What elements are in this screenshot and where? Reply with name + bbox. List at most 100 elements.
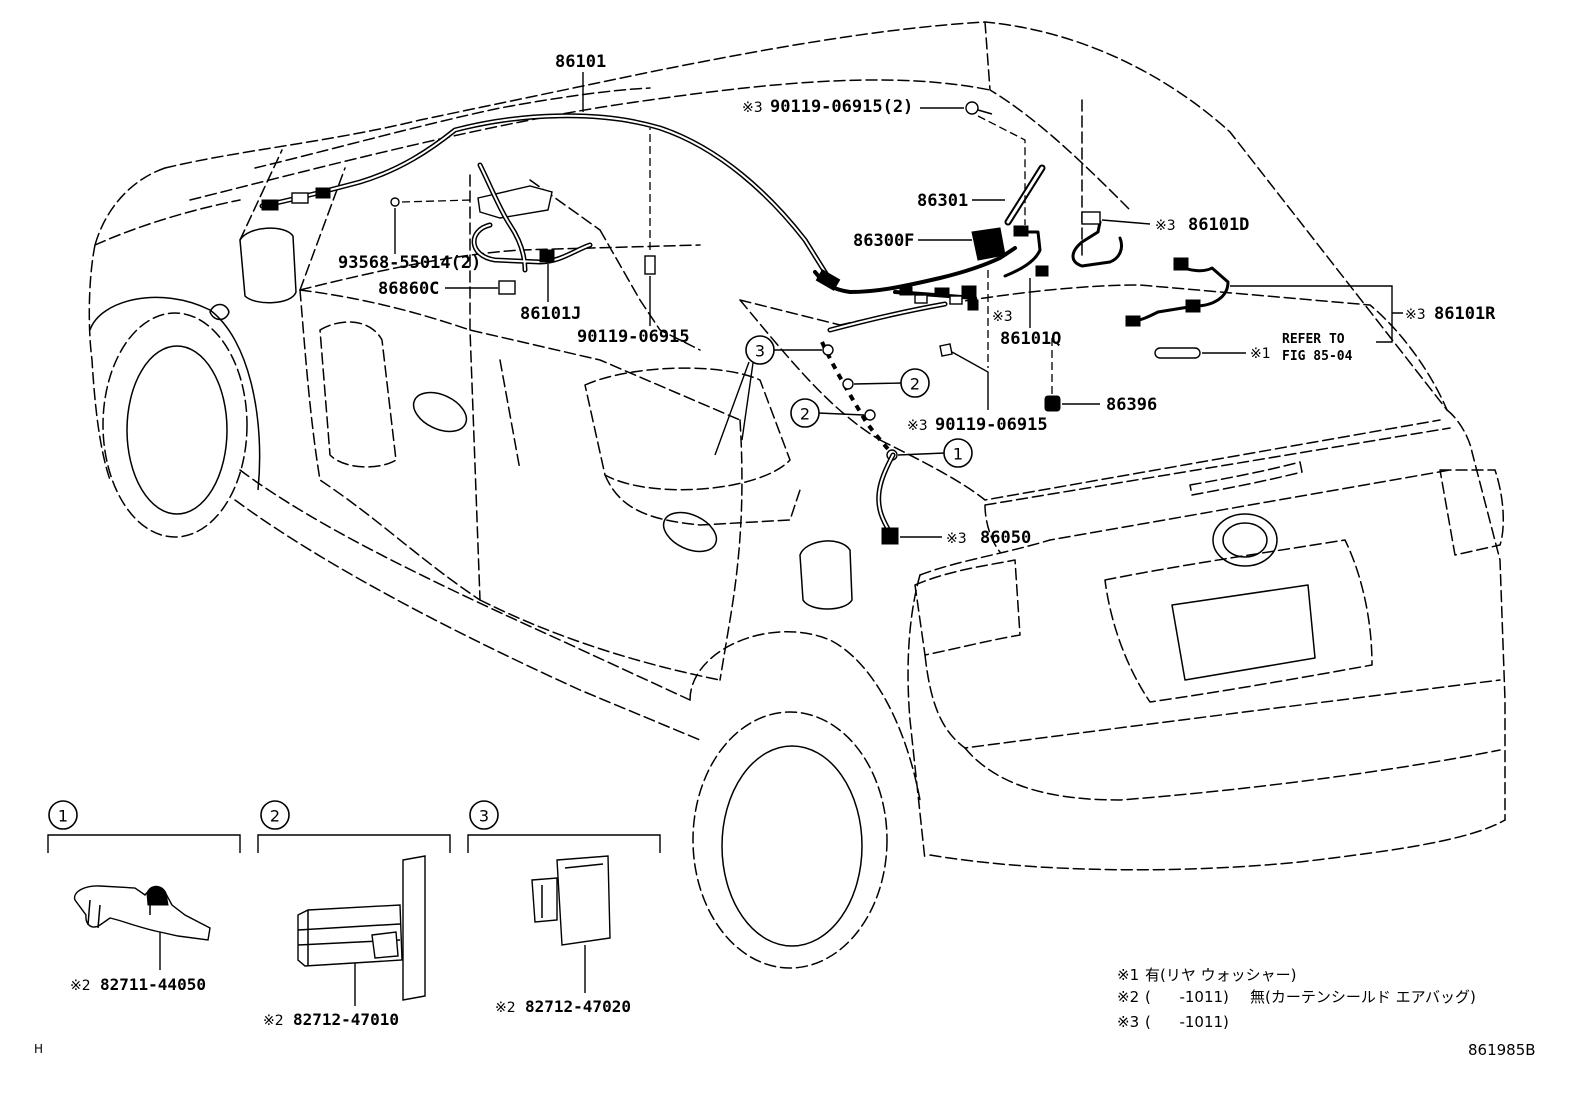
inset-1-note: ※2 xyxy=(70,978,91,994)
inset-2-part: 82712-47010 xyxy=(293,1010,399,1029)
note-86050: ※3 xyxy=(946,531,967,547)
legend: ※1 有(リヤ ウォッシャー) ※2 ( -1011) 無(カーテンシールド エ… xyxy=(1117,966,1476,1031)
front-door-edge xyxy=(299,289,481,601)
clip-82712-47020-detail xyxy=(541,863,604,918)
roof-outer-line xyxy=(164,21,1448,411)
bolt-path-top xyxy=(977,115,1026,225)
label-86860c: 86860C xyxy=(378,279,439,299)
interior-trim xyxy=(499,179,601,471)
marker-3-ring xyxy=(745,335,775,365)
rear-tire xyxy=(692,711,888,969)
bolt-path-93568 xyxy=(401,199,473,203)
connector-86101q-b xyxy=(1035,265,1049,277)
inset-2-note: ※2 xyxy=(263,1013,284,1029)
label-86101r: 86101R xyxy=(1434,304,1496,324)
grommet-86396 xyxy=(1044,395,1061,412)
rear-quarter-line xyxy=(907,574,926,861)
clip-point-2b xyxy=(864,409,876,421)
front-wheel-arch xyxy=(89,296,261,491)
bolt-93568 xyxy=(390,197,400,207)
legend-3-mark: ※3 xyxy=(1117,1013,1139,1031)
rear-window-top xyxy=(839,284,1448,411)
tail-light-left xyxy=(914,559,1021,656)
connector-86101d xyxy=(1081,211,1101,225)
mounting-panel xyxy=(402,855,426,1001)
harness-lower-cable-core xyxy=(829,303,946,331)
inset-3-note: ※2 xyxy=(495,1000,516,1016)
marker-2b: 2 xyxy=(800,405,810,424)
legend-1-text: 有(リヤ ウォッシャー) xyxy=(1145,966,1296,984)
roof-rail-right xyxy=(984,21,1131,211)
windshield-header xyxy=(254,87,651,169)
label-86396: 86396 xyxy=(1106,395,1157,415)
marker-2b-ring xyxy=(790,398,820,428)
hatch-shoulder xyxy=(919,469,1451,576)
inset-1-ring xyxy=(48,800,78,830)
bolt-90119-low xyxy=(939,343,953,357)
belt-line xyxy=(299,289,741,421)
inset-2-ring xyxy=(260,800,290,830)
connector-86101r-b xyxy=(1185,299,1201,313)
front-wheel-rim xyxy=(126,345,228,515)
fuel-door xyxy=(799,540,853,610)
connector-sec-b xyxy=(914,294,928,304)
hood-line xyxy=(94,199,241,246)
leader-lines xyxy=(394,72,1403,538)
front-fender-top xyxy=(94,167,166,246)
front-bumper xyxy=(88,244,111,481)
bracket-86101r xyxy=(1230,285,1403,343)
label-86300f: 86300F xyxy=(853,231,914,251)
marker-1-ring xyxy=(943,438,973,468)
emblem-outer xyxy=(1212,513,1278,567)
marker-2a-ring xyxy=(900,368,930,398)
legend-1-mark: ※1 xyxy=(1117,966,1139,984)
rear-seat-back xyxy=(584,367,791,491)
clip-point-2a xyxy=(842,378,854,390)
legend-3-range: ( -1011) xyxy=(1145,1013,1229,1031)
leader-marker-2a xyxy=(853,382,903,385)
harness-86101q xyxy=(1003,230,1042,278)
connector-main-a xyxy=(815,269,841,291)
connector-86860c xyxy=(498,280,516,295)
outside-mirror xyxy=(239,227,297,304)
inset-1-part: 82711-44050 xyxy=(100,975,206,994)
clip-run xyxy=(820,341,895,457)
b-pillar xyxy=(469,174,481,601)
connector-86101r-c xyxy=(1125,315,1141,327)
connector-sec-d xyxy=(949,295,963,305)
rear-door-edge xyxy=(719,419,743,681)
front-door-handle xyxy=(412,391,468,433)
harness-86101r xyxy=(1130,263,1230,324)
washer-hose-ref xyxy=(1154,347,1201,359)
leader-marker-3 xyxy=(714,349,822,456)
hatch-right-side xyxy=(1446,409,1506,821)
license-recess xyxy=(1104,539,1373,703)
inset-2: 2 ※2 82712-47010 xyxy=(257,800,451,1029)
harness-parts xyxy=(259,101,1230,545)
connector-86101q-a xyxy=(1013,225,1029,237)
note-86101d: ※3 xyxy=(1155,218,1176,234)
label-86101d: 86101D xyxy=(1188,215,1249,235)
connector-front-header-b xyxy=(291,192,309,204)
leader-marker-1 xyxy=(897,452,946,456)
note-refer: ※1 xyxy=(1250,346,1271,362)
note-86101q: ※3 xyxy=(992,309,1013,325)
connector-86300f xyxy=(971,227,1006,261)
rocker-panel xyxy=(234,499,701,741)
underbody-rear xyxy=(929,819,1506,871)
rear-wheel-rim xyxy=(721,745,863,947)
label-90119-top: 90119-06915(2) xyxy=(770,97,913,117)
clip-82712-47010-tongue xyxy=(371,931,399,959)
label-86101q: 86101Q xyxy=(1000,329,1061,349)
marker-1: 1 xyxy=(953,445,963,464)
high-mount-stop-light xyxy=(1189,461,1303,496)
connector-sec-f xyxy=(967,299,979,311)
body-side-lower xyxy=(239,469,691,701)
connector-front-header-a xyxy=(261,199,279,211)
front-tire xyxy=(102,312,248,538)
clip-82712-47020 xyxy=(556,855,611,946)
tail-light-right xyxy=(1439,469,1505,556)
corner-mark: H xyxy=(34,1042,43,1056)
rear-door-lower xyxy=(479,599,721,681)
rear-bumper-lower xyxy=(964,747,1501,801)
